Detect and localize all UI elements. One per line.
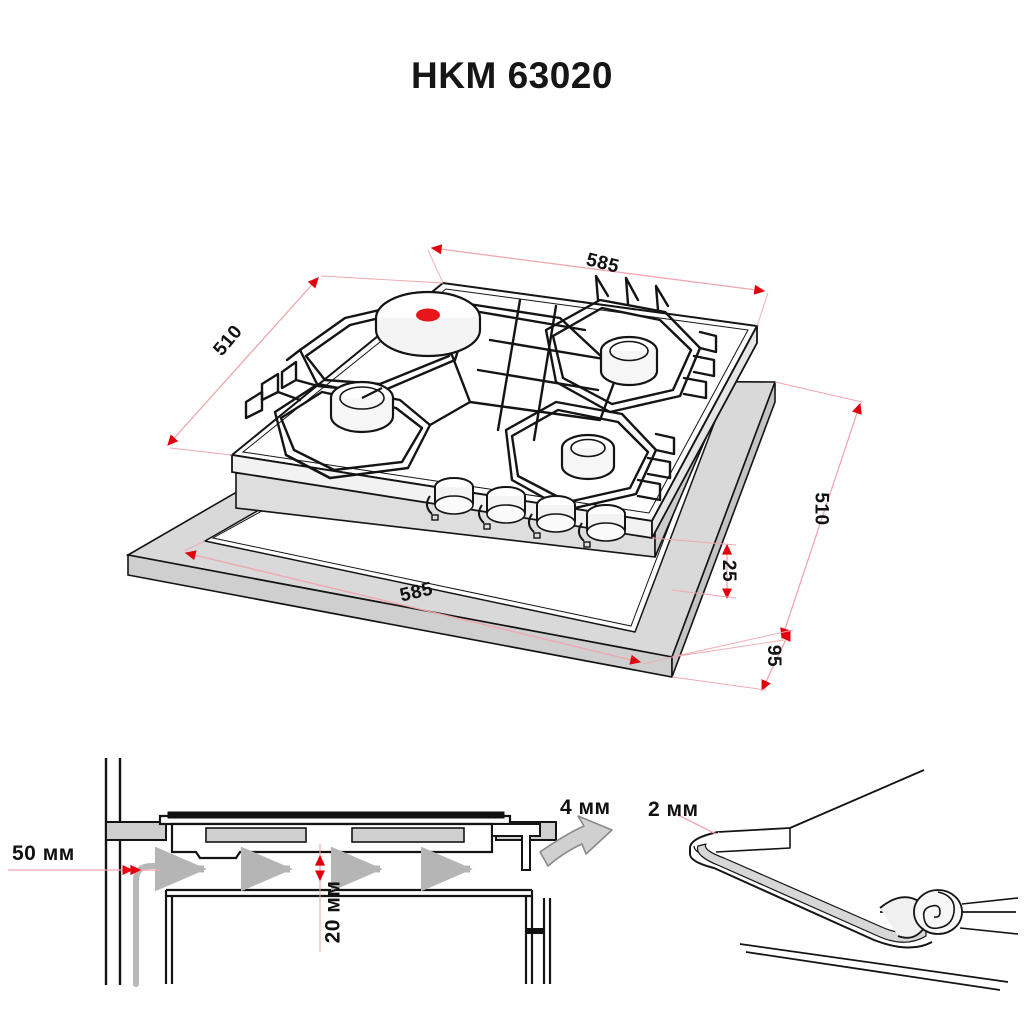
dimension-label-seal-overlap: 2 мм (648, 798, 699, 821)
section-dimension-lines (8, 844, 326, 952)
dimension-line-top-depth (167, 277, 319, 446)
page-title: HKM 63020 (411, 55, 613, 96)
burner-front-right (560, 433, 616, 481)
dimension-line-cutout-depth (780, 402, 862, 640)
burner-indicator-dot (416, 308, 440, 322)
dimension-line-seal-overlap (671, 811, 717, 835)
dimension-lines-main (167, 244, 863, 692)
wall (104, 758, 122, 985)
dimension-label-rear-clearance: 50 мм (12, 842, 75, 865)
seal-dimension-line (671, 811, 717, 835)
control-knob-1 (426, 477, 474, 521)
control-knob-3 (528, 495, 576, 539)
dimension-line-cutout-width (184, 550, 642, 665)
control-knob-2 (478, 486, 526, 530)
dimension-label-front-exit-gap: 4 мм (560, 796, 611, 819)
burner-front-left (329, 380, 395, 434)
dimension-line-body-depth (761, 629, 791, 692)
control-knobs (426, 477, 626, 548)
dimension-line-top-width (430, 244, 766, 295)
burner-large-wok (374, 290, 482, 358)
seal-detail (689, 769, 1019, 991)
exhaust-arrow (539, 815, 613, 867)
pan-support-grates (244, 274, 718, 512)
control-knob-4 (578, 504, 626, 548)
burner-rear-right (599, 335, 659, 387)
